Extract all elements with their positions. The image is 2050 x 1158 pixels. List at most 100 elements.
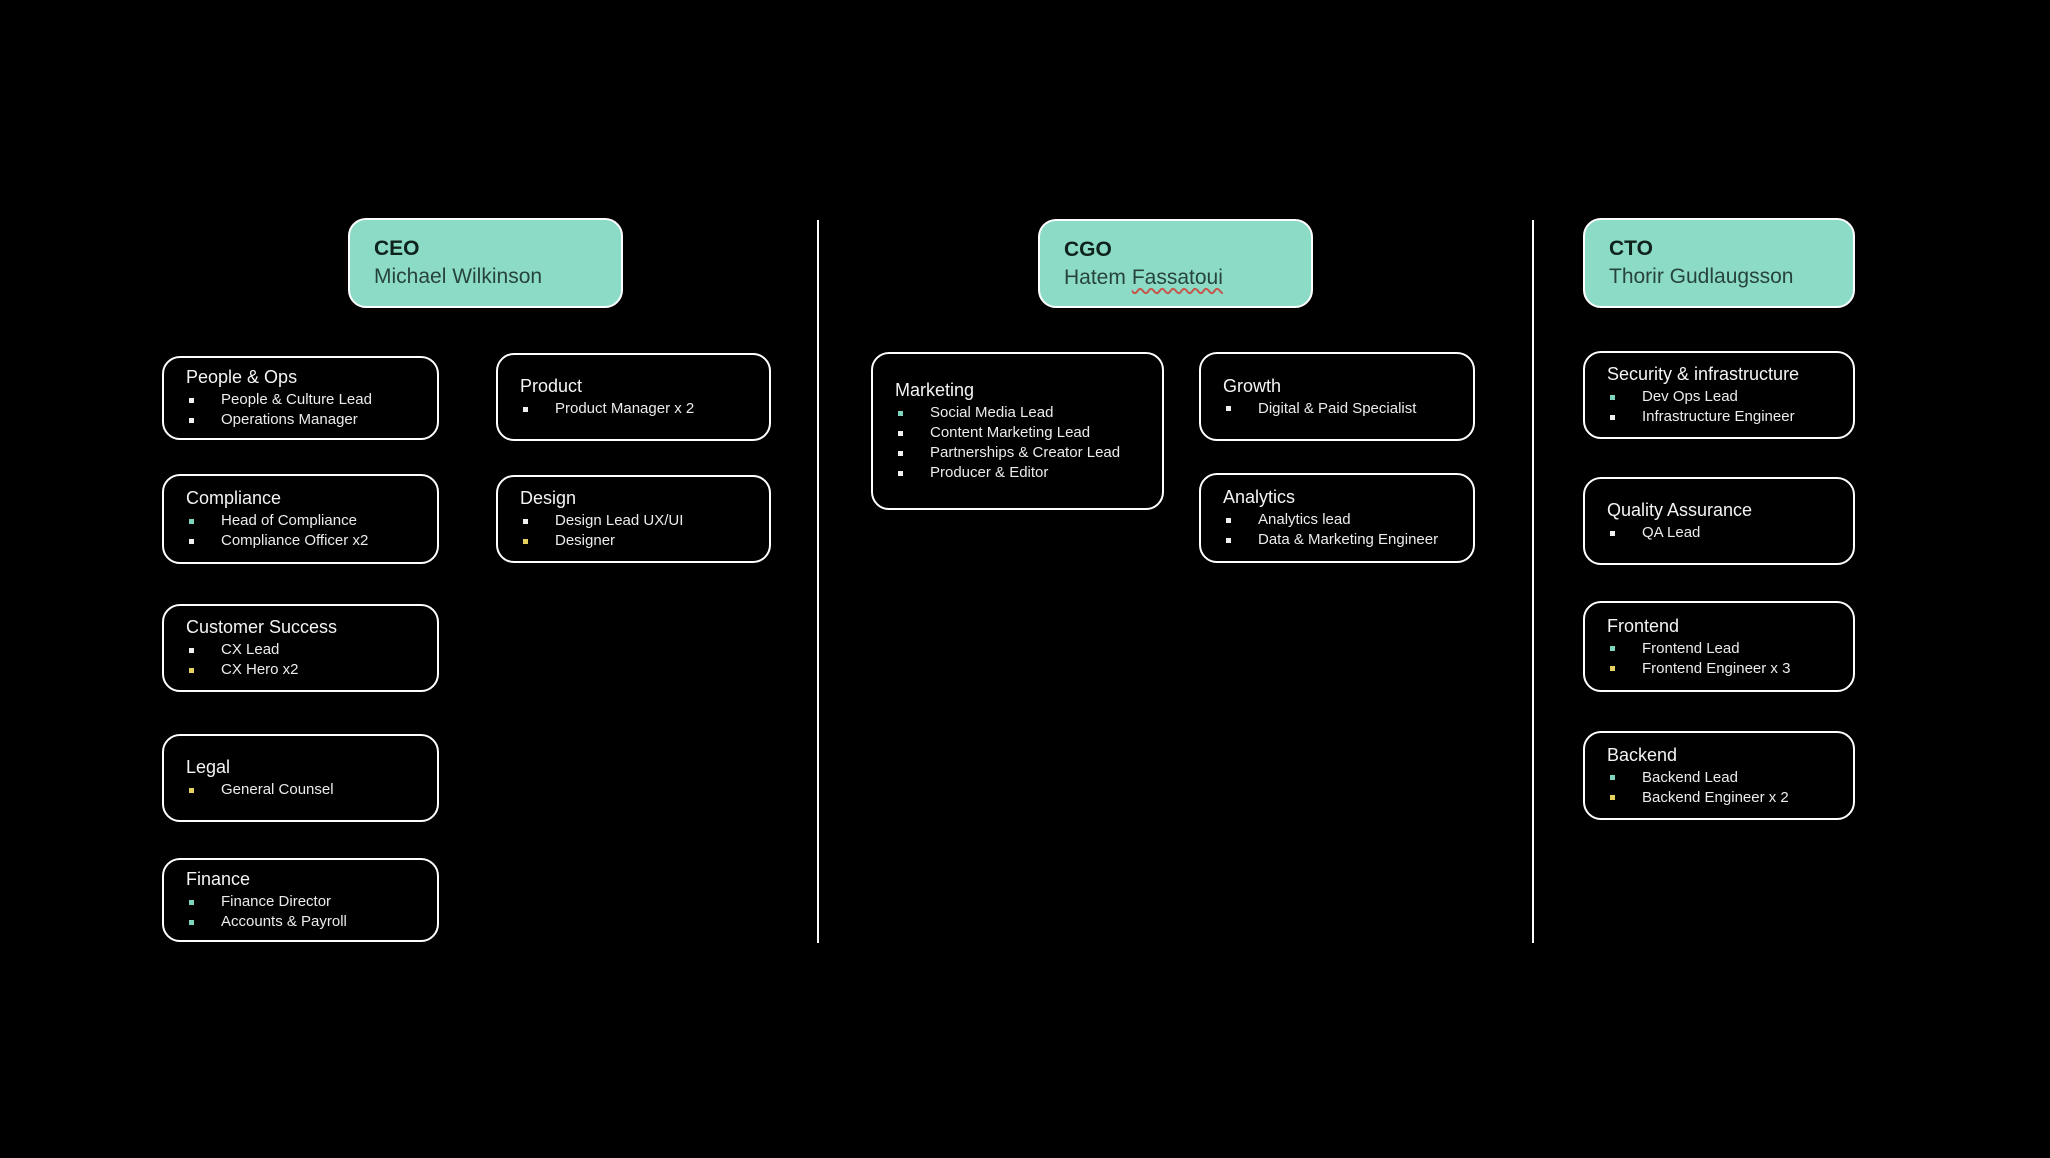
bullet-square-icon <box>523 538 528 544</box>
bullet-square-icon <box>189 417 194 423</box>
department-card-marketing[interactable]: Marketing Social Media Lead Content Mark… <box>871 352 1164 510</box>
member-label: QA Lead <box>1642 524 1701 541</box>
department-title: Growth <box>1223 375 1282 396</box>
bullet-square-icon <box>1610 414 1615 420</box>
member-row: Product Manager x 2 <box>520 399 747 419</box>
bullet-square-icon <box>189 899 194 905</box>
bullet-square-icon <box>189 518 194 524</box>
bullet-square-icon <box>898 470 903 476</box>
member-row: Backend Lead <box>1607 768 1831 788</box>
department-card-design[interactable]: Design Design Lead UX/UI Designer <box>496 475 771 563</box>
member-list: Head of Compliance Compliance Officer x2 <box>186 511 415 551</box>
member-list: Design Lead UX/UI Designer <box>520 511 747 551</box>
bullet-square-icon <box>523 406 528 412</box>
department-card-analytics[interactable]: Analytics Analytics lead Data & Marketin… <box>1199 473 1475 563</box>
department-title: Customer Success <box>186 617 338 637</box>
member-row: CX Lead <box>186 640 415 660</box>
member-row: CX Hero x2 <box>186 660 415 680</box>
member-row: Finance Director <box>186 892 415 912</box>
member-label: Partnerships & Creator Lead <box>930 444 1121 461</box>
section-divider <box>1532 220 1534 943</box>
member-list: Analytics lead Data & Marketing Engineer <box>1223 510 1451 550</box>
member-label: Designer <box>555 532 616 549</box>
member-label: Design Lead UX/UI <box>555 512 684 529</box>
bullet-square-icon <box>898 430 903 436</box>
member-list: Social Media Lead Content Marketing Lead… <box>895 403 1140 483</box>
member-label: Analytics lead <box>1258 511 1351 528</box>
member-label: People & Culture Lead <box>221 391 372 408</box>
member-row: Content Marketing Lead <box>895 423 1140 443</box>
bullet-square-icon <box>189 538 194 544</box>
executive-name-flagged-misspelling: Fassatoui <box>1131 265 1223 289</box>
executive-role: CEO <box>374 237 420 260</box>
department-card-growth[interactable]: Growth Digital & Paid Specialist <box>1199 352 1475 441</box>
member-row: Head of Compliance <box>186 511 415 531</box>
bullet-square-icon <box>1610 795 1615 800</box>
department-title: Product <box>520 376 583 396</box>
member-list: People & Culture Lead Operations Manager <box>186 390 415 430</box>
department-card-frontend[interactable]: Frontend Frontend Lead Frontend Engineer… <box>1583 601 1855 692</box>
department-card-backend[interactable]: Backend Backend Lead Backend Engineer x … <box>1583 731 1855 820</box>
member-row: Operations Manager <box>186 410 415 430</box>
member-list: Frontend Lead Frontend Engineer x 3 <box>1607 639 1831 679</box>
member-list: Finance Director Accounts & Payroll <box>186 892 415 932</box>
bullet-square-icon <box>189 919 194 925</box>
executive-name: Michael Wilkinson <box>374 263 597 291</box>
executive-card-cto[interactable]: CTO Thorir Gudlaugsson <box>1583 218 1855 308</box>
member-row: People & Culture Lead <box>186 390 415 410</box>
member-label: Infrastructure Engineer <box>1642 408 1795 425</box>
department-card-customer-success[interactable]: Customer Success CX Lead CX Hero x2 <box>162 604 439 692</box>
bullet-square-icon <box>189 397 194 403</box>
member-label: Producer & Editor <box>930 464 1049 481</box>
department-title: Quality Assurance <box>1607 500 1753 520</box>
department-title: Design <box>520 488 577 508</box>
member-row: General Counsel <box>186 780 415 800</box>
member-row: Accounts & Payroll <box>186 912 415 932</box>
member-label: General Counsel <box>221 781 334 798</box>
member-label: Product Manager x 2 <box>555 400 695 417</box>
bullet-square-icon <box>1610 530 1615 536</box>
bullet-square-icon <box>1226 537 1231 543</box>
bullet-square-icon <box>898 450 903 456</box>
member-list: Dev Ops Lead Infrastructure Engineer <box>1607 387 1831 427</box>
bullet-square-icon <box>1610 646 1615 651</box>
department-title: Compliance <box>186 488 282 508</box>
executive-name-text: Hatem <box>1064 265 1126 289</box>
bullet-square-icon <box>1226 406 1231 411</box>
executive-role: CGO <box>1064 237 1112 261</box>
member-row: Design Lead UX/UI <box>520 511 747 531</box>
member-label: Accounts & Payroll <box>221 913 347 930</box>
member-row: Social Media Lead <box>895 403 1140 423</box>
member-row: Frontend Lead <box>1607 639 1831 659</box>
executive-card-ceo[interactable]: CEO Michael Wilkinson <box>348 218 623 308</box>
bullet-square-icon <box>523 518 528 524</box>
department-card-compliance[interactable]: Compliance Head of Compliance Compliance… <box>162 474 439 564</box>
department-title: Security & infrastructure <box>1607 364 1800 384</box>
member-row: Compliance Officer x2 <box>186 531 415 551</box>
member-list: CX Lead CX Hero x2 <box>186 640 415 680</box>
member-label: Data & Marketing Engineer <box>1258 531 1439 548</box>
member-label: Dev Ops Lead <box>1642 388 1738 405</box>
department-card-quality-assurance[interactable]: Quality Assurance QA Lead <box>1583 477 1855 565</box>
department-card-finance[interactable]: Finance Finance Director Accounts & Payr… <box>162 858 439 942</box>
department-card-people-ops[interactable]: People & Ops People & Culture Lead Opera… <box>162 356 439 440</box>
department-title: Analytics <box>1223 487 1296 507</box>
member-row: Digital & Paid Specialist <box>1223 399 1451 419</box>
bullet-square-icon <box>189 787 194 793</box>
bullet-square-icon <box>189 647 194 653</box>
executive-role: CTO <box>1609 237 1653 260</box>
member-row: Designer <box>520 531 747 551</box>
member-label: Head of Compliance <box>221 512 357 529</box>
member-label: Digital & Paid Specialist <box>1258 399 1417 417</box>
department-card-product[interactable]: Product Product Manager x 2 <box>496 353 771 441</box>
department-title: Legal <box>186 757 231 777</box>
department-card-legal[interactable]: Legal General Counsel <box>162 734 439 822</box>
member-label: Operations Manager <box>221 411 358 428</box>
bullet-square-icon <box>1610 775 1615 780</box>
executive-name: Thorir Gudlaugsson <box>1609 263 1829 291</box>
department-card-security-infrastructure[interactable]: Security & infrastructure Dev Ops Lead I… <box>1583 351 1855 439</box>
member-list: Digital & Paid Specialist <box>1223 399 1451 419</box>
bullet-square-icon <box>1610 394 1615 400</box>
